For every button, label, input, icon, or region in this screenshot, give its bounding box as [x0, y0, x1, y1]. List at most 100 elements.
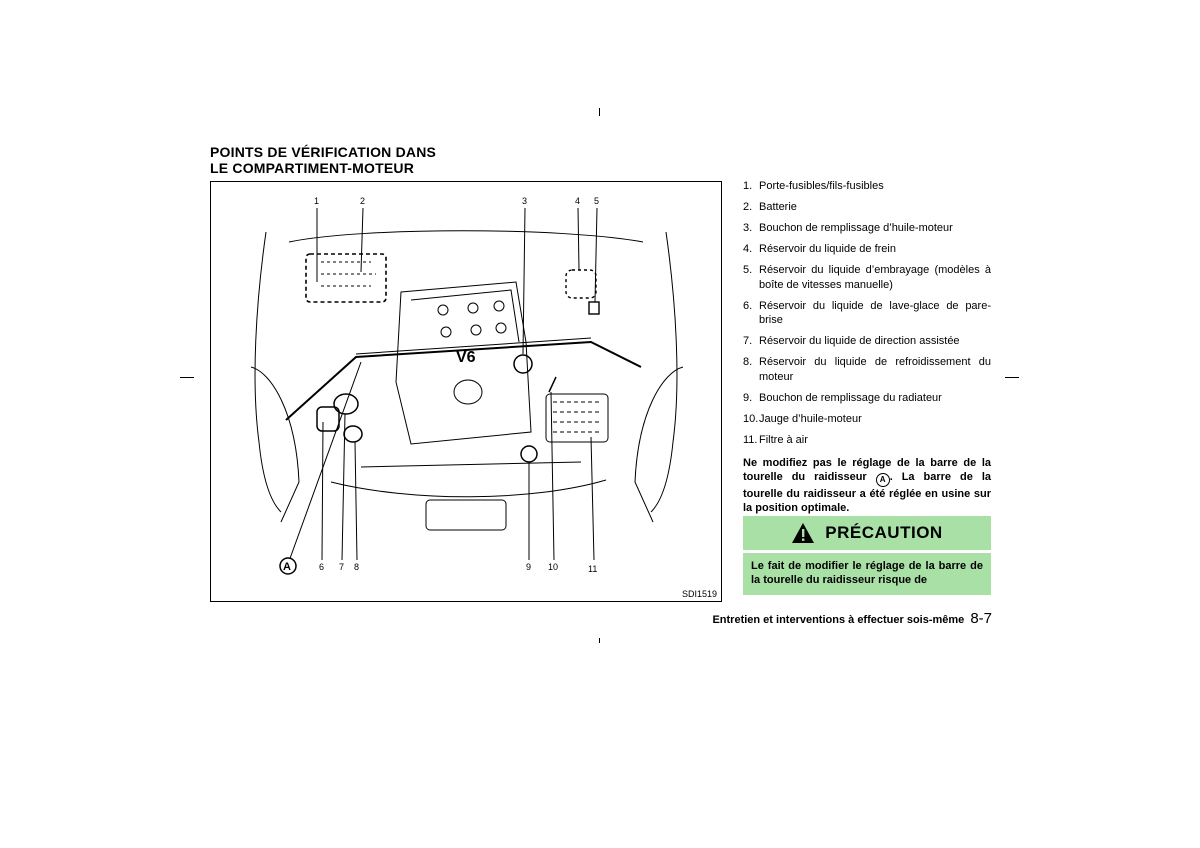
strut-brace: [285, 340, 642, 421]
legend-text: Bouchon de remplissage du radiateur: [759, 391, 942, 404]
air-filter-ribs: [553, 401, 601, 433]
legend-number: 7.: [743, 335, 753, 347]
legend-item: 5. Réservoir du liquide d’embrayage (modè…: [743, 263, 991, 292]
leader-10: [550, 391, 555, 561]
legend-item: 9. Bouchon de remplissage du radiateur: [743, 391, 991, 406]
power-steering-reservoir: [333, 393, 359, 415]
callout-11: 11: [588, 564, 597, 574]
legend-text: Réservoir du liquide de frein: [759, 243, 896, 255]
legend-item: 8.Réservoir du liquide de refroidissemen…: [743, 355, 991, 384]
page-number: 8-7: [970, 610, 992, 627]
callout-2: 2: [360, 196, 365, 206]
engine-compartment-figure: V6 1 2 3 4: [210, 181, 722, 602]
fuse-box-outline: [305, 253, 387, 303]
front-latch: [425, 499, 507, 531]
leader-a: [287, 361, 362, 565]
leader-3: [522, 207, 526, 355]
legend-number: 2.: [743, 201, 753, 213]
callout-3: 3: [522, 196, 527, 206]
dipstick: [548, 376, 557, 393]
engine-diagram: V6 1 2 3 4: [250, 196, 684, 575]
crop-mark-bottom: [599, 638, 600, 643]
caution-body: Le fait de modifier le réglage de la bar…: [743, 553, 991, 595]
leader-8: [354, 441, 358, 561]
legend-item: 11.Filtre à air: [743, 433, 991, 448]
radiator-top: [360, 461, 582, 468]
marker-a-circle: [279, 557, 297, 575]
engine-bolt: [495, 322, 507, 334]
engine-bolt: [437, 304, 449, 316]
legend-item: 1. Porte-fusibles/fils-fusibles: [743, 179, 991, 194]
legend-number: 6.: [743, 299, 753, 312]
figure-id: SDI1519: [681, 589, 717, 599]
legend-number: 10.: [743, 412, 759, 425]
radiator-cap: [520, 445, 538, 463]
engine-logo: [453, 379, 483, 405]
leader-11: [590, 436, 595, 561]
note-text-before: Ne modifiez pas le réglage de la barre d…: [743, 457, 991, 484]
note-text-after: . La barre de la tourelle du raidisseur …: [743, 471, 991, 515]
legend-item: 7. Réservoir du liquide de direction assi…: [743, 334, 991, 349]
caution-title: PRÉCAUTION: [825, 523, 943, 542]
legend-item: 6. Réservoir du liquide de lave-glace de …: [743, 299, 991, 328]
crop-mark-right: [1005, 377, 1019, 378]
engine-badge: V6: [456, 349, 476, 366]
marker-a-label: A: [283, 561, 291, 573]
legend-text: Batterie: [759, 201, 797, 213]
hood-right-edge: [650, 231, 678, 513]
engine-bolt: [467, 302, 479, 314]
engine-bolt: [470, 324, 482, 336]
engine-cover: [395, 281, 532, 445]
legend-text: Filtre à air: [759, 433, 808, 446]
fender-right: [634, 366, 684, 523]
legend-text: Porte-fusibles/fils-fusibles: [759, 180, 884, 192]
warning-triangle-icon: [792, 523, 815, 543]
crop-mark-left: [180, 377, 194, 378]
hood-left-edge: [254, 231, 282, 513]
legend-number: 11.: [743, 433, 758, 446]
section-heading-line2: LE COMPARTIMENT-MOTEUR: [210, 160, 415, 176]
legend-number: 1.: [743, 180, 753, 192]
legend-number: 5.: [743, 264, 753, 276]
legend-item: 2. Batterie: [743, 200, 991, 215]
page-footer: Entretien et interventions à effectuer s…: [712, 610, 992, 627]
fender-left: [250, 366, 300, 523]
legend-item: 4. Réservoir du liquide de frein: [743, 242, 991, 257]
legend-number: 9.: [743, 391, 753, 404]
legend-text: Réservoir du liquide d’embrayage (modèle…: [759, 264, 991, 291]
leader-6: [321, 421, 324, 561]
section-heading-line1: POINTS DE VÉRIFICATION DANS: [210, 144, 437, 160]
leader-5: [594, 207, 598, 303]
legend-text: Réservoir du liquide de lave-glace de pa…: [759, 299, 991, 327]
callout-1: 1: [314, 196, 319, 206]
callout-6: 6: [319, 562, 324, 572]
leader-7: [341, 413, 346, 561]
marker-a-inline: A: [875, 473, 890, 488]
section-heading: POINTS DE VÉRIFICATION DANS LE COMPARTIM…: [210, 144, 690, 176]
legend-item: 10.Jauge d’huile-moteur: [743, 412, 991, 427]
leader-4: [577, 207, 580, 271]
leader-2: [360, 207, 364, 273]
fuse-box-detail: [321, 261, 376, 287]
brake-reservoir: [565, 269, 597, 299]
strut-brace-top: [355, 337, 592, 355]
legend-number: 3.: [743, 222, 753, 234]
component-legend: 1. Porte-fusibles/fils-fusibles 2. Batteri…: [743, 179, 991, 454]
callout-4: 4: [575, 196, 580, 206]
clutch-reservoir: [588, 301, 600, 315]
legend-text: Bouchon de remplissage d’huile-moteur: [759, 222, 953, 234]
callout-10: 10: [548, 562, 558, 572]
adjustment-note: Ne modifiez pas le réglage de la barre d…: [743, 456, 991, 516]
legend-number: 4.: [743, 243, 753, 255]
engine-cover-inner: [410, 289, 520, 343]
front-bumper-line: [330, 479, 607, 498]
legend-number: 8.: [743, 356, 753, 368]
legend-text: Réservoir du liquide de direction assist…: [759, 335, 960, 347]
caution-header: PRÉCAUTION: [743, 516, 991, 550]
cowl-line: [288, 230, 644, 243]
washer-reservoir: [316, 406, 340, 432]
callout-9: 9: [526, 562, 531, 572]
air-filter-box: [545, 393, 609, 443]
callout-8: 8: [354, 562, 359, 572]
oil-filler-cap: [513, 354, 533, 374]
